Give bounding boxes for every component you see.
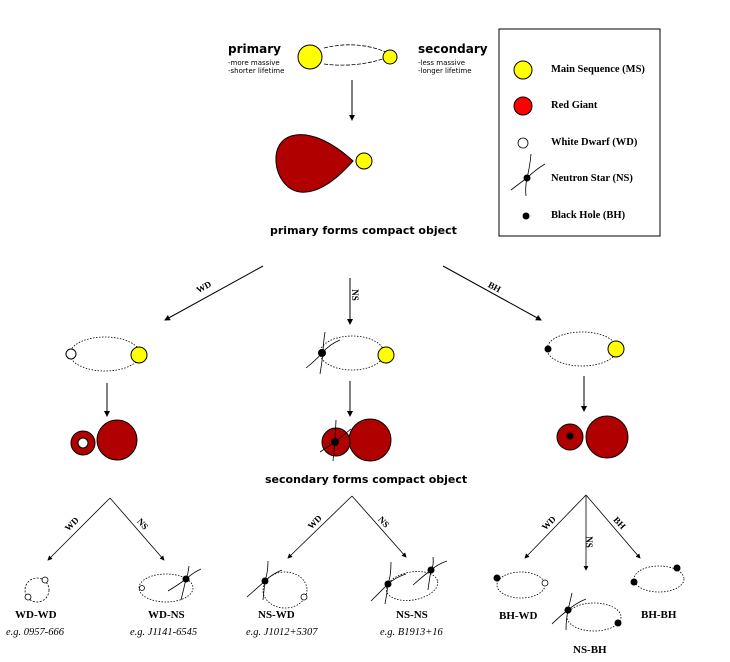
primary-label: primary [228,42,281,56]
orbit-line [319,335,385,371]
black-hole-icon [630,578,638,586]
neutron-star-icon [305,331,341,375]
bh-red-giant-stage [556,415,629,459]
arrow-wd-ns [109,497,165,561]
white-dwarf-icon [24,593,32,601]
primary-note-2: -shorter lifetime [228,67,285,75]
primary-note-1: -more massive [228,59,280,67]
branch-label-bh-ns: NS [583,536,594,548]
wd-red-giant-stage [70,419,138,461]
ns-ms-binary [305,331,395,375]
red-giant-lobe-icon [275,134,354,193]
example-ns-ns: e.g. B1913+16 [380,627,443,638]
black-hole-icon [522,212,530,220]
outcome-bh-wd-diagram [493,571,549,599]
black-hole-icon [493,574,501,582]
outcome-bh-bh: BH-BH [641,609,677,621]
white-dwarf-icon [517,137,529,149]
main-sequence-star-icon [607,340,625,358]
initial-binary [297,44,398,70]
arrow-wd-wd [47,497,111,561]
outcome-bh-bh-diagram [630,564,685,593]
secondary-note-1: -less massive [418,59,466,67]
white-dwarf-icon [77,437,89,449]
arrow-bh-branch [442,265,542,321]
arrow-wd-branch [164,265,264,321]
black-hole-icon [673,564,681,572]
main-sequence-star-icon [377,346,395,364]
secondary-note-2: -longer lifetime [418,67,472,75]
neutron-star-icon [412,556,448,591]
stage1-caption: primary forms compact object [270,224,457,237]
outcome-ns-bh-diagram [551,592,622,632]
outcome-ns-ns: NS-NS [396,609,428,621]
orbit-line [546,331,618,367]
black-hole-icon [566,432,574,440]
ns-red-giant-stage [319,418,392,462]
primary-star-icon [297,44,323,70]
main-sequence-star-icon [513,60,533,80]
bh-ms-binary [544,331,625,367]
main-sequence-star-icon [130,346,148,364]
outcome-wd-wd-diagram [24,576,50,603]
example-wd-ns: e.g. J1141-6545 [130,627,198,638]
neutron-star-icon [246,560,283,601]
legend-label-red-giant: Red Giant [551,100,598,111]
orbit-line [323,44,387,53]
white-dwarf-icon [41,576,49,584]
neutron-star-icon [370,561,407,605]
red-giant-icon [585,415,629,459]
arrow-bh-bh [585,494,641,559]
wd-ms-binary [65,336,148,372]
example-ns-wd: e.g. J1012+5307 [246,627,318,638]
white-dwarf-icon [541,579,549,587]
legend-label-neutron-star: Neutron Star (NS) [551,173,633,184]
legend-label-main-sequence: Main Sequence (MS) [551,64,645,75]
outcome-ns-ns-diagram [370,556,448,605]
arrow-ns-wd [287,495,353,559]
outcome-wd-wd: WD-WD [15,609,57,621]
legend-box [498,28,661,237]
orbit-line [69,336,141,372]
secondary-star-icon [382,49,398,65]
outcome-ns-bh: NS-BH [573,644,607,656]
neutron-star-icon [551,592,587,631]
secondary-label: secondary [418,42,488,56]
legend [498,28,661,237]
arrow-ns-ns [351,495,407,558]
outcome-ns-wd: NS-WD [258,609,295,621]
orbit-line [323,57,387,66]
neutron-star-icon [167,565,202,601]
branch-label-ns: NS [349,289,360,301]
outcome-wd-ns-diagram [138,565,202,603]
white-dwarf-icon [65,348,77,360]
black-hole-icon [614,619,622,627]
outcome-bh-wd: BH-WD [499,610,538,622]
white-dwarf-icon [300,593,308,601]
outcome-wd-ns: WD-NS [148,609,185,621]
stage2-caption: secondary forms compact object [265,473,468,486]
neutron-star-icon [510,153,546,197]
white-dwarf-icon [139,585,145,591]
roche-lobe-stage [275,134,373,193]
red-giant-icon [96,419,138,461]
legend-label-black-hole: Black Hole (BH) [551,210,626,221]
red-giant-icon [513,96,533,116]
red-giant-icon [348,418,392,462]
example-wd-wd: e.g. 0957-666 [6,627,65,638]
black-hole-icon [544,345,552,353]
legend-label-white-dwarf: White Dwarf (WD) [551,137,638,148]
neutron-star-icon [319,419,352,462]
main-sequence-star-icon [355,152,373,170]
outcome-ns-wd-diagram [246,560,308,609]
arrow-bh-wd [524,494,587,559]
